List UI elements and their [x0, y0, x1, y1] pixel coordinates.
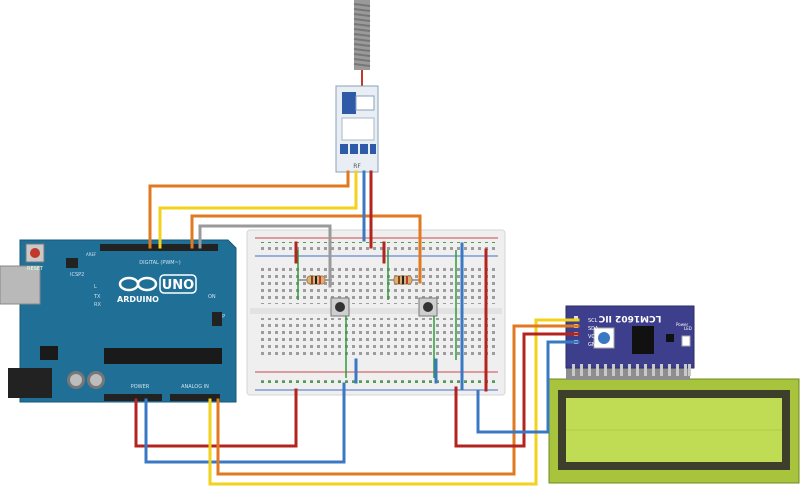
power-jack: [8, 368, 52, 398]
arduino-logo: [118, 276, 158, 292]
wire-gray: [198, 224, 332, 288]
i2c-chip: [632, 326, 654, 354]
usb-port: [0, 265, 41, 305]
wires: [134, 170, 580, 486]
pin-vcc-label: VCC: [588, 334, 599, 340]
rf-module: RF: [335, 85, 379, 173]
push-button-2: [418, 297, 438, 317]
resistor-1: [298, 275, 332, 285]
model-label: UNO: [162, 278, 195, 293]
wire-yellow-sda: [208, 318, 580, 486]
wire-orange-rf-arduino: [148, 170, 350, 249]
wire-orange-scl: [216, 324, 580, 476]
icsp2-label: ICSP2: [70, 272, 84, 278]
arduino-uno-board: RESET DIGITAL (PWM~) ARDUINO UNO L TX RX…: [0, 239, 237, 403]
lcd-display: [548, 366, 800, 484]
pin-gnd-label: GND: [588, 342, 600, 348]
aref-label: AREF: [86, 252, 97, 257]
wire-red-5v: [134, 388, 298, 448]
brand-label: ARDUINO: [117, 295, 159, 304]
lcd-module-label: LCM1602 IIC: [598, 313, 661, 323]
on-label: ON: [208, 294, 216, 300]
lcd-i2c-backpack: LCM1602 IIC SCL SDA VCC GND LED Power: [565, 305, 695, 376]
wire-orange-breadboard: [190, 214, 422, 284]
rf-module-label: RF: [353, 163, 361, 170]
reset-label: RESET: [27, 266, 44, 272]
rx-label: RX: [94, 302, 101, 308]
pin-scl-label: SCL: [588, 318, 598, 324]
l-led-label: L: [94, 284, 97, 290]
breadboard-jumpers: [297, 250, 457, 378]
resistor-2: [388, 275, 420, 285]
power-label: POWER: [131, 384, 150, 390]
wire-red-vcc: [454, 332, 580, 448]
digital-label: DIGITAL (PWM~): [139, 260, 181, 266]
wire-yellow-rf-arduino: [158, 170, 358, 249]
led-label: LED: [684, 326, 692, 331]
analog-header: [170, 394, 220, 401]
tx-label: TX: [93, 294, 101, 300]
analog-label: ANALOG IN: [181, 384, 209, 390]
push-button-1: [330, 297, 350, 317]
antenna-coil: [353, 0, 371, 88]
wire-blue-gnd: [144, 382, 346, 464]
power-header: [104, 394, 162, 401]
breadboard: [246, 229, 506, 396]
power-indicator-label: Power: [676, 322, 688, 327]
pin-sda-label: SDA: [588, 326, 599, 332]
atmega-chip: [104, 348, 222, 364]
wire-blue-lcd-gnd: [476, 340, 580, 434]
